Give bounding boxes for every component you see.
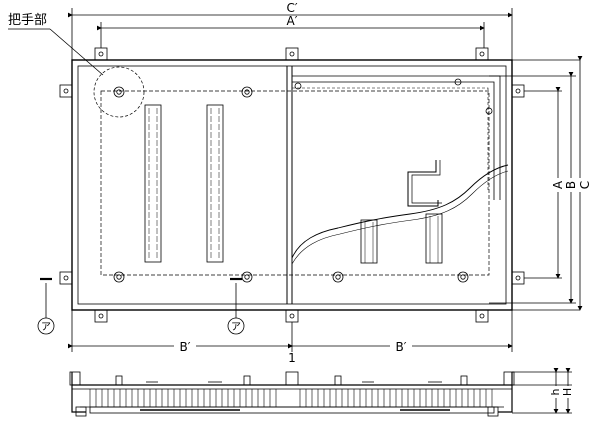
handle-part-label: 把手部 — [8, 13, 47, 28]
mounting-lugs — [59, 47, 525, 323]
rail-left-2 — [206, 104, 224, 263]
dim-a-prime: A′ — [287, 14, 298, 28]
dim-one: 1 — [288, 351, 296, 365]
bottom-dimensions — [68, 310, 513, 352]
top-dimensions — [68, 8, 513, 60]
section-mark-right: ア — [231, 322, 241, 333]
rail-left-1 — [144, 104, 162, 263]
cutaway-edge — [291, 164, 509, 259]
dim-b: B — [564, 181, 578, 189]
dim-c-prime-top: C′ — [286, 1, 297, 15]
section-mark-left: ア — [41, 322, 51, 333]
plan-view — [37, 47, 525, 335]
dim-b-prime-right: B′ — [396, 340, 407, 354]
section-view — [69, 368, 572, 417]
handle-part-circle — [93, 66, 145, 118]
dim-c: C — [578, 181, 592, 189]
dim-b-prime-left: B′ — [180, 340, 191, 354]
bolts — [113, 78, 493, 283]
dim-a: A — [551, 180, 565, 189]
dim-h-lower: h — [549, 388, 562, 395]
handle-rod — [407, 160, 439, 207]
dim-h-upper: H — [561, 388, 574, 396]
hidden-outline — [100, 90, 490, 276]
